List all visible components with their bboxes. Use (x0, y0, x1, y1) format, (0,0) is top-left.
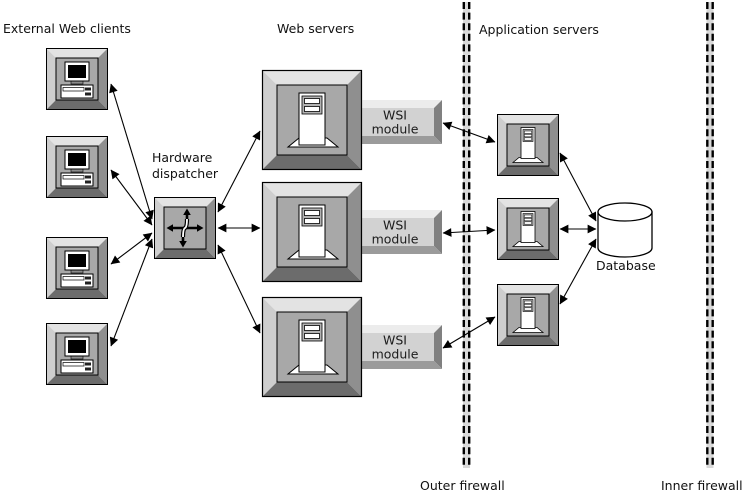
label-hardware-dispatcher-line2: dispatcher (152, 166, 219, 181)
wsi-module-3: WSI module (356, 325, 442, 369)
outer-firewall-line (462, 2, 471, 468)
arrow-wsi2-appserver2 (442, 226, 496, 237)
arrow-client3-dispatcher (110, 232, 153, 265)
wsi-module-2: WSI module (356, 210, 442, 254)
web-server-2-icon (262, 182, 362, 282)
arrow-appserver3-database (559, 238, 597, 305)
label-outer-firewall: Outer firewall (420, 478, 505, 493)
database-icon (597, 202, 653, 258)
application-server-3-icon (497, 284, 559, 346)
external-web-client-3-icon (46, 237, 108, 299)
web-server-3-icon (262, 297, 362, 397)
label-inner-firewall: Inner firewall (661, 478, 743, 493)
application-server-1-icon (497, 114, 559, 176)
arrow-appserver1-database (559, 152, 597, 222)
label-external-web-clients: External Web clients (3, 21, 131, 36)
arrow-dispatcher-webserver3 (217, 244, 261, 334)
inner-firewall-line (706, 2, 714, 468)
external-web-client-2-icon (46, 136, 108, 198)
hardware-dispatcher-icon (154, 197, 216, 259)
web-server-1-icon (262, 70, 362, 170)
arrow-dispatcher-webserver1 (217, 130, 261, 213)
wsi-module-3-label-line1: WSI (383, 333, 407, 348)
arrow-client2-dispatcher (110, 169, 153, 226)
arrow-client4-dispatcher (109, 238, 154, 347)
arrow-client1-dispatcher (109, 83, 154, 220)
wsi-module-1: WSI module (356, 100, 442, 144)
arrow-wsi3-appserver3 (442, 316, 496, 349)
wsi-module-1-label-line2: module (372, 122, 419, 137)
label-hardware-dispatcher-line1: Hardware (152, 150, 213, 165)
external-web-client-1-icon (46, 48, 108, 110)
label-web-servers: Web servers (277, 21, 354, 36)
wsi-module-3-label-line2: module (372, 347, 419, 362)
label-database: Database (596, 258, 656, 273)
arrow-wsi1-appserver1 (442, 121, 496, 144)
connection-arrows (109, 83, 597, 349)
wsi-module-2-label-line2: module (372, 232, 419, 247)
wsi-module-2-label-line1: WSI (383, 218, 407, 233)
label-application-servers: Application servers (479, 22, 599, 37)
wsi-module-1-label-line1: WSI (383, 108, 407, 123)
application-server-2-icon (497, 198, 559, 260)
external-web-client-4-icon (46, 323, 108, 385)
